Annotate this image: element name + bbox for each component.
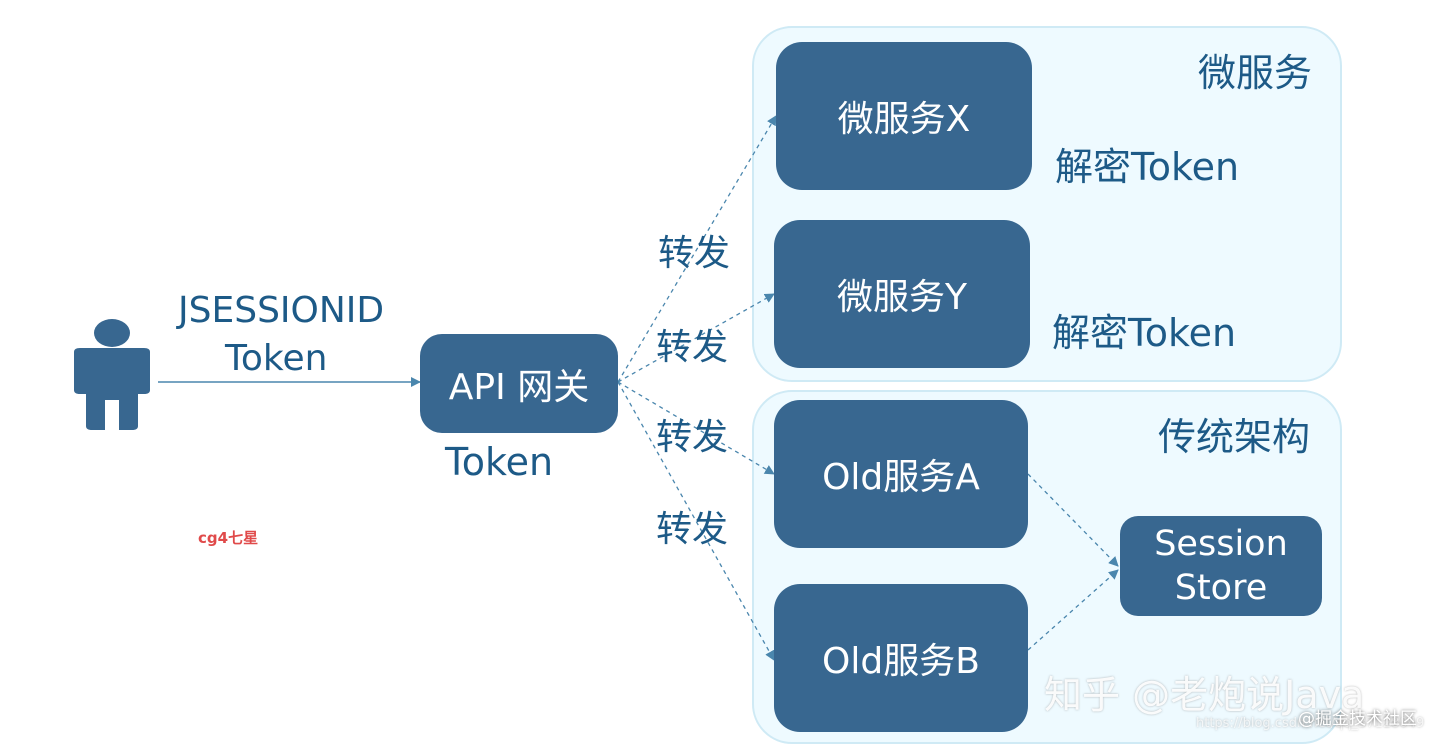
author-tag: cg4七星 (198, 529, 259, 547)
old-service-b-label: Old服务B (822, 641, 980, 682)
old-service-a-label: Old服务A (822, 457, 980, 498)
forward-label-2: 转发 (656, 327, 729, 368)
session-store-node: Session Store (1120, 516, 1322, 616)
api-gateway-label: API 网关 (448, 366, 590, 408)
decrypt-token-y-label: 解密Token (1052, 311, 1237, 355)
old-a-to-session-store-arrow (1027, 473, 1119, 567)
service-y-label: 微服务Y (837, 277, 967, 318)
gateway-to-service-x-arrow (617, 115, 777, 383)
api-gateway-node: API 网关 (420, 334, 618, 433)
session-store-label-line2: Store (1174, 568, 1268, 608)
gateway-to-old-a-arrow (617, 381, 775, 475)
zhihu-watermark: 知乎 @老炮说Java (1044, 673, 1365, 717)
old-service-a-node: Old服务A (774, 400, 1028, 548)
service-y-node: 微服务Y (774, 220, 1030, 368)
csdn-watermark: https://blog.csdn.net/qq_37128049 (1196, 716, 1425, 731)
decrypt-token-x-label: 解密Token (1055, 145, 1240, 189)
legacy-group-title: 传统架构 (1158, 415, 1311, 459)
person-icon (74, 319, 150, 430)
forward-label-3: 转发 (656, 417, 729, 458)
forward-label-4: 转发 (656, 509, 729, 550)
forward-label-1: 转发 (658, 233, 731, 274)
client-token-label-line2: Token (225, 338, 328, 379)
old-service-b-node: Old服务B (774, 584, 1028, 732)
client-token-label-line1: JSESSIONID (178, 290, 385, 331)
gateway-token-label: Token (445, 440, 554, 484)
service-x-label: 微服务X (837, 99, 971, 140)
session-store-label-line1: Session (1154, 524, 1288, 564)
service-x-node: 微服务X (776, 42, 1032, 190)
microservices-group-title: 微服务 (1198, 51, 1313, 95)
old-b-to-session-store-arrow (1027, 569, 1119, 651)
gateway-to-service-y-arrow (617, 293, 775, 383)
juejin-watermark: @掘金技术社区 (1298, 709, 1417, 729)
gateway-to-old-b-arrow (617, 381, 775, 661)
